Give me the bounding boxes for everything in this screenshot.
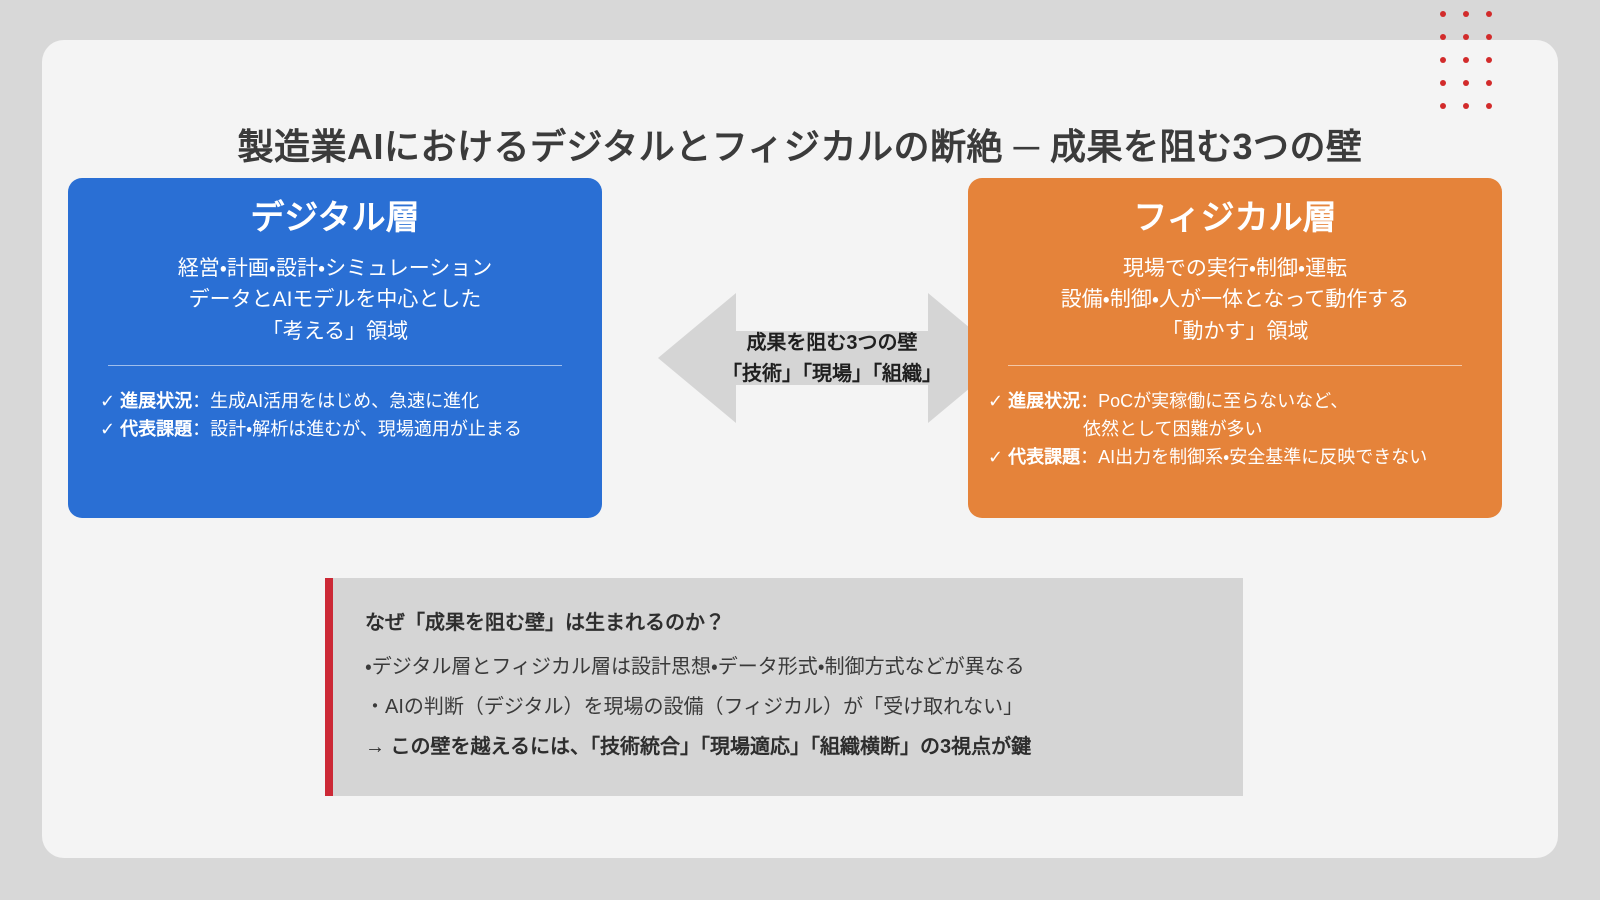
digital-point-1: ✓ 進展状況 ： 生成AI活用をはじめ、急速に進化 [100, 388, 584, 416]
note-bullet-2: ・AIの判断（デジタル）を現場の設備（フィジカル）が「受け取れない」 [365, 696, 1024, 718]
decorative-dot [1486, 57, 1492, 63]
note-conclusion: → この壁を越えるには、「技術統合」「現場適応」「組織横断」の3視点が鍵 [365, 736, 1032, 758]
decorative-dot [1440, 57, 1446, 63]
digital-desc-line-2: データとAIモデルを中心とした [188, 288, 482, 312]
decorative-dot [1440, 34, 1446, 40]
decorative-dot [1463, 80, 1469, 86]
decorative-dot [1486, 11, 1492, 17]
physical-desc-line-2: 設備・制御・人が一体となって動作する [1060, 288, 1410, 312]
digital-desc-line-3: 「考える」領域 [261, 319, 409, 343]
decorative-dot [1486, 80, 1492, 86]
decorative-dot [1463, 103, 1469, 109]
check-icon: ✓ [100, 391, 116, 412]
digital-point-2-label: 代表課題 [120, 419, 193, 440]
decorative-dot [1440, 80, 1446, 86]
note-accent-bar [325, 578, 333, 796]
digital-layer-points: ✓ 進展状況 ： 生成AI活用をはじめ、急速に進化 ✓ 代表課題 ： 設計・解析… [86, 388, 584, 444]
physical-point-1-text: PoCが実稼働に至らないなど、 [1098, 391, 1349, 412]
physical-panel-divider [1008, 365, 1462, 367]
physical-layer-description: 現場での実行・制御・運転 設備・制御・人が一体となって動作する 「動かす」領域 [986, 253, 1484, 348]
arrow-label-line-2: 「技術」「現場」「組織」 [722, 363, 942, 385]
digital-point-1-text: 生成AI活用をはじめ、急速に進化 [210, 391, 480, 412]
page-title: 製造業AIにおけるデジタルとフィジカルの断絶 ─ 成果を阻む3つの壁 [237, 126, 1363, 167]
explanation-note-box: なぜ「成果を阻む壁」は生まれるのか？ ・デジタル層とフィジカル層は設計思想・デー… [325, 578, 1243, 796]
physical-point-1-separator: ： [1080, 391, 1099, 412]
digital-layer-description: 経営・計画・設計・シミュレーション データとAIモデルを中心とした 「考える」領… [86, 253, 584, 348]
digital-panel-divider [108, 365, 562, 367]
physical-point-1: ✓ 進展状況 ： PoCが実稼働に至らないなど、 [988, 388, 1484, 416]
physical-point-2: ✓ 代表課題 ： AI出力を制御系・安全基準に反映できない [988, 444, 1484, 472]
red-dot-grid [1440, 11, 1504, 121]
physical-point-2-label: 代表課題 [1008, 447, 1081, 468]
arrow-label-line-1: 成果を阻む3つの壁 [746, 332, 918, 354]
physical-point-2-text: AI出力を制御系・安全基準に反映できない [1098, 447, 1428, 468]
slide-card: 製造業AIにおけるデジタルとフィジカルの断絶 ─ 成果を阻む3つの壁 デジタル層… [42, 40, 1558, 858]
physical-point-1-label: 進展状況 [1008, 391, 1081, 412]
physical-desc-line-1: 現場での実行・制御・運転 [1122, 256, 1348, 280]
check-icon: ✓ [988, 447, 1004, 468]
digital-layer-title: デジタル層 [250, 199, 420, 237]
physical-point-1-continuation: 依然として困難が多い [1083, 419, 1263, 440]
note-heading: なぜ「成果を阻む壁」は生まれるのか？ [365, 612, 725, 634]
digital-point-2-text: 設計・解析は進むが、現場適用が止まる [210, 419, 522, 440]
digital-point-2: ✓ 代表課題 ： 設計・解析は進むが、現場適用が止まる [100, 416, 584, 444]
check-icon: ✓ [100, 419, 116, 440]
decorative-dot [1440, 103, 1446, 109]
digital-point-1-label: 進展状況 [120, 391, 193, 412]
physical-point-2-separator: ： [1080, 447, 1099, 468]
decorative-dot [1463, 11, 1469, 17]
double-headed-arrow [658, 253, 1006, 463]
arrow-label: 成果を阻む3つの壁 「技術」「現場」「組織」 [658, 328, 1006, 390]
digital-desc-line-1: 経営・計画・設計・シミュレーション [177, 256, 493, 280]
decorative-dot [1440, 11, 1446, 17]
digital-layer-panel: デジタル層 経営・計画・設計・シミュレーション データとAIモデルを中心とした … [68, 178, 602, 518]
physical-desc-line-3: 「動かす」領域 [1161, 319, 1309, 343]
decorative-dot [1486, 103, 1492, 109]
check-icon: ✓ [988, 391, 1004, 412]
physical-layer-points: ✓ 進展状況 ： PoCが実稼働に至らないなど、 依然として困難が多い ✓ 代表… [986, 388, 1484, 472]
physical-layer-title: フィジカル層 [1133, 199, 1337, 237]
digital-point-2-separator: ： [192, 419, 211, 440]
note-bullet-1: ・デジタル層とフィジカル層は設計思想・データ形式・制御方式などが異なる [365, 656, 1025, 678]
decorative-dot [1463, 34, 1469, 40]
digital-point-1-separator: ： [192, 391, 211, 412]
decorative-dot [1486, 34, 1492, 40]
decorative-dot [1463, 57, 1469, 63]
physical-layer-panel: フィジカル層 現場での実行・制御・運転 設備・制御・人が一体となって動作する 「… [968, 178, 1502, 518]
